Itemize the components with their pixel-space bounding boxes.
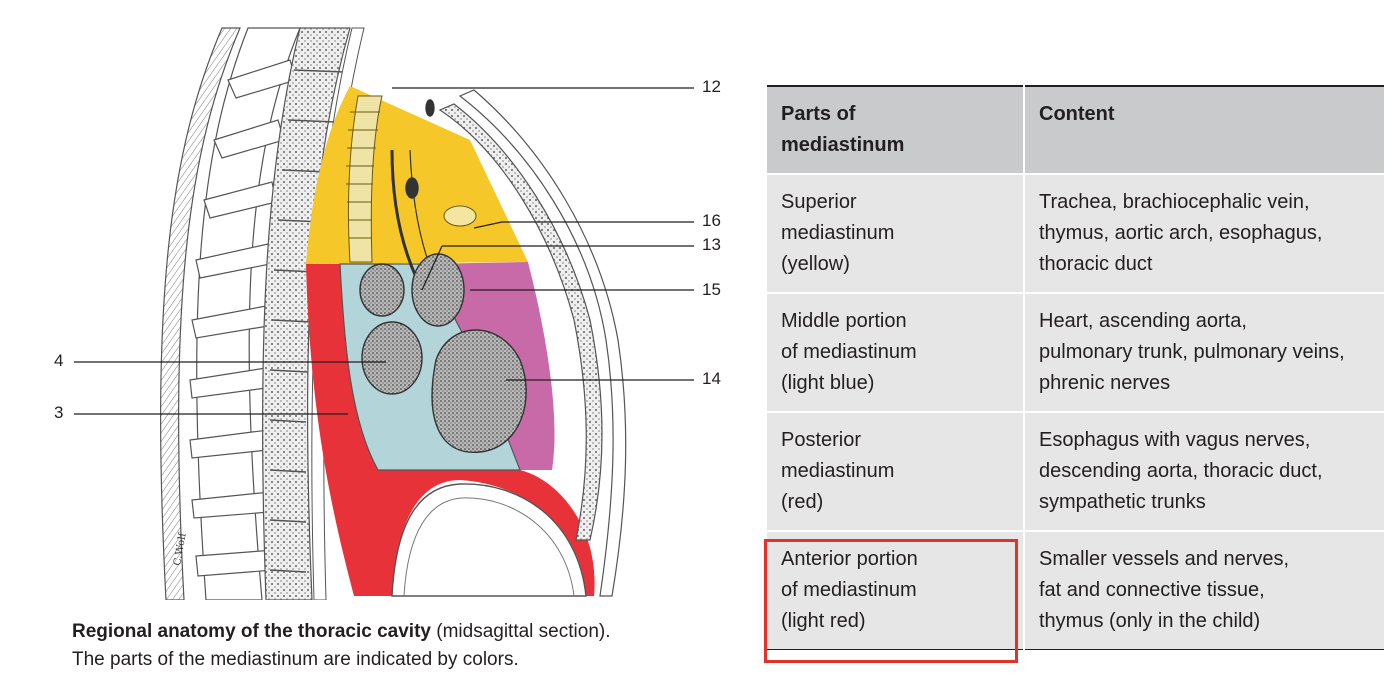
content-cell: Trachea, brachiocephalic vein, thymus, ao… — [1024, 173, 1384, 293]
content-line: descending aorta, thoracic duct, — [1039, 460, 1323, 482]
part-line: Middle portion — [781, 310, 907, 332]
part-line: (light red) — [781, 610, 866, 632]
thoracic-cavity-illustration: C.Wolf — [74, 27, 694, 600]
content-line: Heart, ascending aorta, — [1039, 310, 1247, 332]
content-line: thymus (only in the child) — [1039, 610, 1261, 632]
caption-title: Regional anatomy of the thoracic cavity — [72, 621, 431, 642]
table-row: Anterior portion of mediastinum (light red… — [767, 530, 1384, 650]
heart-and-vessels — [359, 99, 527, 453]
content-line: phrenic nerves — [1039, 372, 1171, 394]
content-line: thymus, aortic arch, esophagus, — [1039, 222, 1323, 244]
diaphragm — [391, 483, 587, 597]
content-line: Esophagus with vagus nerves, — [1039, 429, 1311, 451]
leader-lines — [74, 87, 694, 415]
highlight-box — [764, 539, 1018, 663]
content-line: pulmonary trunk, pulmonary veins, — [1039, 341, 1345, 363]
part-line: (light blue) — [781, 372, 875, 394]
label-13: 13 — [702, 235, 721, 254]
part-line: mediastinum — [781, 222, 895, 244]
part-line: Anterior portion — [781, 548, 918, 570]
label-12: 12 — [702, 77, 721, 96]
part-cell: Anterior portion of mediastinum (light red… — [767, 530, 1025, 650]
table-row: Middle portion of mediastinum (light blue)… — [767, 292, 1384, 412]
part-line: (yellow) — [781, 253, 850, 275]
part-cell: Posterior mediastinum (red) — [767, 411, 1025, 531]
part-cell: Superior mediastinum (yellow) — [767, 173, 1025, 293]
content-line: Smaller vessels and nerves, — [1039, 548, 1290, 570]
part-line: mediastinum — [781, 460, 895, 482]
content-cell: Smaller vessels and nerves, fat and conne… — [1024, 530, 1384, 650]
caption-line-2: The parts of the mediastinum are indicat… — [72, 649, 519, 670]
sternum — [438, 89, 627, 597]
content-line: thoracic duct — [1039, 253, 1153, 275]
part-cell: Middle portion of mediastinum (light blue) — [767, 292, 1025, 412]
header-content: Content — [1024, 86, 1384, 174]
content-cell: Esophagus with vagus nerves, descending a… — [1024, 411, 1384, 531]
content-line: fat and connective tissue, — [1039, 579, 1265, 601]
content-line: Trachea, brachiocephalic vein, — [1039, 191, 1310, 213]
label-16: 16 — [702, 211, 721, 230]
part-line: of mediastinum — [781, 579, 917, 601]
back-wall — [160, 27, 301, 600]
label-4: 4 — [54, 351, 64, 370]
label-14: 14 — [702, 369, 721, 388]
caption-title-note: (midsagittal section). — [430, 621, 611, 642]
content-cell: Heart, ascending aorta, pulmonary trunk, … — [1024, 292, 1384, 412]
table-row: Posterior mediastinum (red) Esophagus with… — [767, 411, 1384, 531]
label-15: 15 — [702, 280, 721, 299]
label-3: 3 — [54, 403, 64, 422]
table-row: Superior mediastinum (yellow) Trachea, bra… — [767, 173, 1384, 293]
trachea — [346, 95, 383, 263]
content-line: sympathetic trunks — [1039, 491, 1206, 513]
part-line: Superior — [781, 191, 857, 213]
part-line: (red) — [781, 491, 824, 513]
part-line: Posterior — [781, 429, 862, 451]
figure-caption: Regional anatomy of the thoracic cavity … — [72, 618, 752, 674]
part-line: of mediastinum — [781, 341, 917, 363]
